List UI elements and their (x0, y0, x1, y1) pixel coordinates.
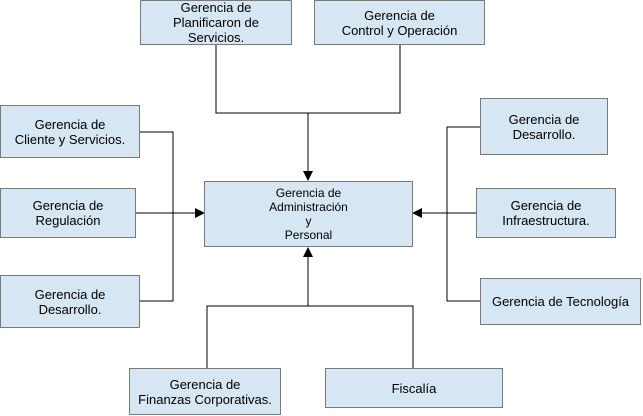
node-planificacion-servicios: Gerencia de Planificaron de Servicios. (140, 0, 292, 45)
right-connector-top (446, 126, 480, 213)
node-fiscalia: Fiscalía (325, 368, 503, 408)
node-desarrollo-left: Gerencia de Desarrollo. (0, 275, 140, 328)
node-infraestructura: Gerencia de Infraestructura. (476, 188, 616, 238)
node-administracion-personal: Gerencia de Administración y Personal (204, 181, 413, 247)
left-connector-top (140, 131, 174, 213)
right-connector-bottom (446, 213, 480, 302)
node-tecnologia: Gerencia de Tecnología (480, 278, 641, 325)
node-regulacion: Gerencia de Regulación (0, 188, 136, 238)
node-desarrollo-right: Gerencia de Desarrollo. (480, 98, 608, 155)
bottom-connector (206, 305, 414, 368)
top-connector (215, 45, 401, 114)
left-connector-bottom (140, 213, 174, 302)
node-finanzas-corporativas: Gerencia de Finanzas Corporativas. (129, 368, 281, 415)
node-cliente-servicios: Gerencia de Cliente y Servicios. (0, 105, 140, 158)
node-control-operacion: Gerencia de Control y Operación (314, 0, 485, 45)
